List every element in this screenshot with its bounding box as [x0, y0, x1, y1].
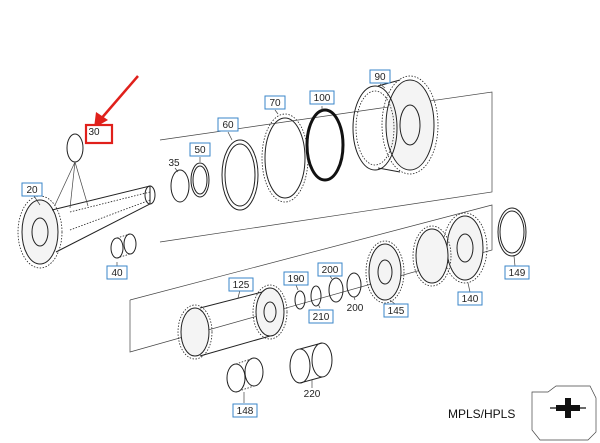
callout-220[interactable]: 220 — [304, 389, 321, 400]
callout-145-text: 145 — [388, 306, 405, 317]
callout-30[interactable]: 30 — [84, 123, 114, 145]
callout-210[interactable]: 210 — [308, 309, 334, 324]
callout-200a[interactable]: 200 — [317, 262, 343, 277]
callout-35[interactable]: 35 — [168, 158, 180, 169]
part-90-clutch-drum — [352, 75, 439, 175]
part-145-gear — [365, 240, 405, 304]
callout-220-text: 220 — [304, 389, 321, 400]
part-140-gear — [412, 212, 488, 287]
callout-149-text: 149 — [509, 268, 526, 279]
part-125-hub — [177, 284, 288, 360]
callout-125-text: 125 — [233, 280, 250, 291]
part-100-ring — [305, 108, 345, 182]
callout-125[interactable]: 125 — [228, 277, 254, 292]
callout-50[interactable]: 50 — [189, 142, 211, 157]
callout-70-text: 70 — [269, 98, 281, 109]
highlight-arrow — [94, 75, 139, 128]
part-35-ring — [170, 169, 190, 203]
callout-20-text: 20 — [26, 185, 38, 196]
callout-50-text: 50 — [194, 145, 206, 156]
callout-90-text: 90 — [374, 72, 386, 83]
callout-145[interactable]: 145 — [383, 303, 409, 318]
part-190-ring — [294, 290, 306, 310]
callout-190[interactable]: 190 — [283, 271, 309, 286]
callout-35-text: 35 — [168, 158, 180, 169]
part-220-bushing — [289, 342, 333, 384]
part-200-ring — [328, 272, 362, 303]
part-60-disc — [221, 139, 259, 211]
part-149-ring — [497, 207, 527, 257]
callout-140[interactable]: 140 — [457, 291, 483, 306]
part-50-ring — [190, 162, 210, 198]
callout-40[interactable]: 40 — [106, 265, 128, 280]
callout-149[interactable]: 149 — [504, 265, 530, 280]
part-210-ring — [310, 285, 322, 307]
part-20-input-shaft — [17, 185, 156, 269]
callout-100[interactable]: 100 — [309, 90, 335, 105]
callout-60-text: 60 — [222, 120, 234, 131]
callout-148[interactable]: 148 — [232, 403, 258, 418]
part-40-needle-bearing — [110, 233, 137, 259]
model-label: MPLS/HPLS — [448, 407, 515, 421]
callout-90[interactable]: 90 — [369, 69, 391, 84]
callout-60[interactable]: 60 — [217, 117, 239, 132]
callout-40-text: 40 — [111, 268, 123, 279]
transmission-silhouette-icon — [531, 385, 597, 441]
callout-20[interactable]: 20 — [21, 182, 43, 197]
callout-30-text: 30 — [88, 127, 100, 138]
part-70-toothed-ring — [261, 113, 309, 203]
callout-140-text: 140 — [462, 294, 479, 305]
upper-assembly-plane — [159, 91, 493, 243]
callout-200b-text: 200 — [347, 303, 364, 314]
lower-assembly-plane — [129, 204, 493, 353]
part-30-snap-ring — [54, 133, 89, 209]
callout-200b[interactable]: 200 — [347, 303, 364, 314]
part-148-needle-bearing — [226, 357, 264, 393]
callout-100-text: 100 — [314, 93, 331, 104]
callout-200a-text: 200 — [322, 265, 339, 276]
callout-210-text: 210 — [313, 312, 330, 323]
callout-70[interactable]: 70 — [264, 95, 286, 110]
callout-148-text: 148 — [237, 406, 254, 417]
callout-190-text: 190 — [288, 274, 305, 285]
